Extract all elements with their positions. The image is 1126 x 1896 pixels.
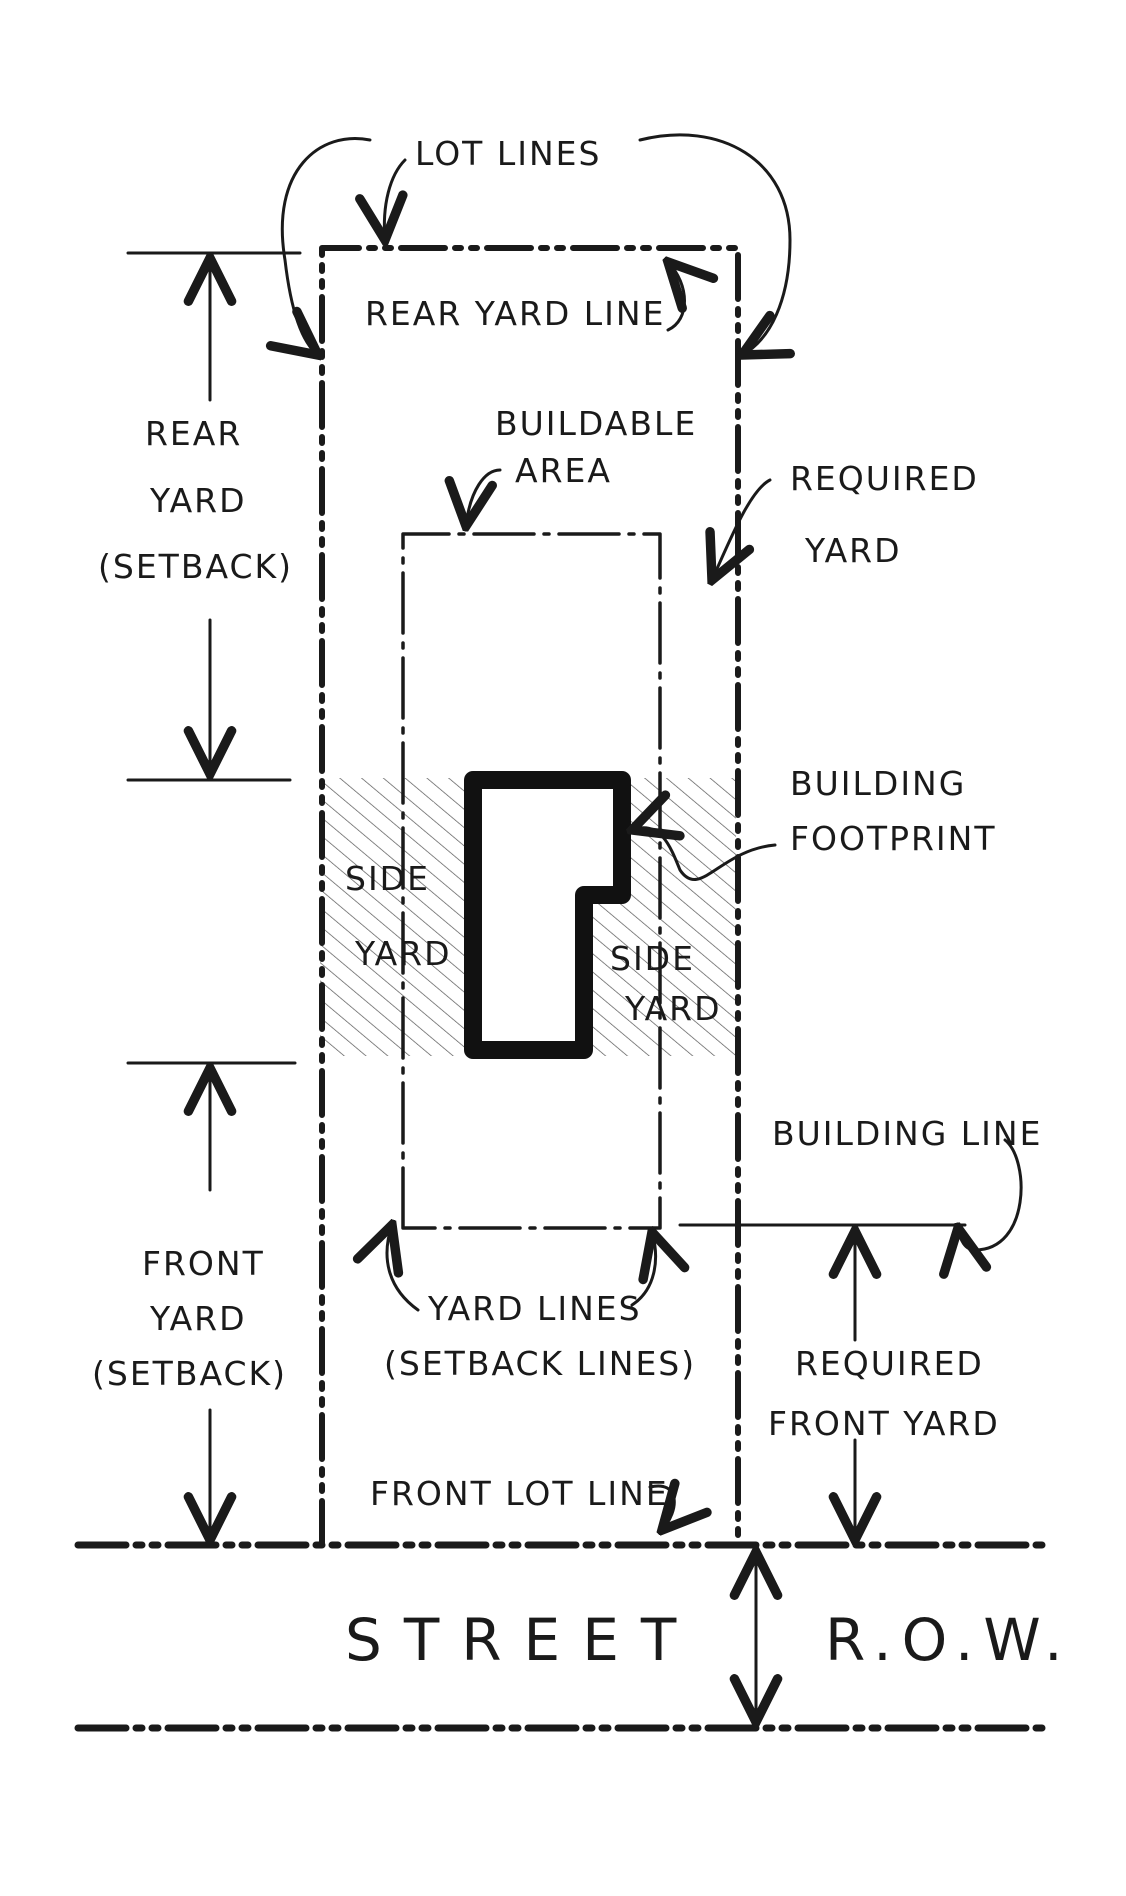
rear-yard-line-leader [668,262,685,332]
yard-lines-leader-right [630,1232,656,1307]
buildable-area-label-1: BUILDABLE [495,404,697,443]
required-front-yard-label-2: FRONT YARD [768,1404,1000,1443]
side-yard-right-label-1: SIDE [610,939,695,978]
buildable-area-leader [466,468,502,526]
front-yard-label-2: YARD [149,1299,247,1338]
side-yard-left-label-1: SIDE [345,859,430,898]
building-footprint-leader [632,828,777,882]
lot-lines-leader-center [384,158,405,240]
rear-yard-label-1: REAR [145,414,242,453]
lot-lines-label: LOT LINES [415,134,601,173]
lot-line-boundary [319,245,741,1548]
front-yard-label-3: (SETBACK) [92,1354,287,1393]
buildable-area-label-2: AREA [515,451,612,490]
front-lot-line-leader [648,1486,674,1530]
building-footprint-label-1: BUILDING [790,764,966,803]
rear-yard-line-label: REAR YARD LINE [365,294,665,333]
lot-lines-leader-right [638,133,790,355]
building-line-label: BUILDING LINE [772,1114,1042,1153]
yard-lines-leader-left [387,1225,420,1312]
row-label: R.O.W. [825,1606,1073,1674]
buildable-area-outline [401,532,662,1230]
rear-yard-label-3: (SETBACK) [98,547,293,586]
required-yard-leader [712,478,772,580]
required-front-yard-label-1: REQUIRED [795,1344,984,1383]
side-yard-left-hatch [320,778,400,1056]
street-label: STREET [345,1606,698,1674]
yard-lines-label-1: YARD LINES [427,1289,642,1328]
front-yard-label-1: FRONT [142,1244,265,1283]
side-yard-left-label-2: YARD [354,934,452,973]
building-footprint [464,771,631,1059]
side-yard-right-label-2: YARD [624,989,722,1028]
building-line-leader [958,1138,1023,1250]
front-lot-line-label: FRONT LOT LINE [370,1474,669,1513]
required-yard-label-1: REQUIRED [790,459,979,498]
yard-lines-label-2: (SETBACK LINES) [384,1344,696,1383]
lot-lines-leader-left [282,137,372,356]
rear-yard-label-2: YARD [149,481,247,520]
required-yard-label-2: YARD [804,531,902,570]
building-footprint-label-2: FOOTPRINT [790,819,997,858]
